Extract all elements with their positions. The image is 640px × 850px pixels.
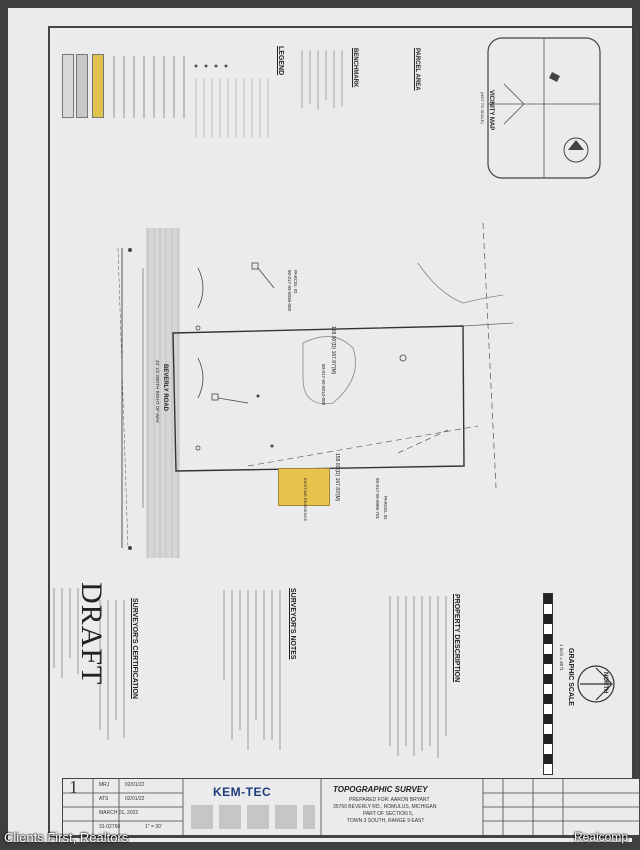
- certification-text: [99, 600, 125, 740]
- dimension-top: 168.00'(D) 167.87'(M): [330, 326, 336, 375]
- watermark-left: Clients First, Realtors: [4, 830, 129, 845]
- legend-block: [56, 48, 276, 140]
- drawing-frame: [48, 26, 638, 838]
- job-number: 31-02760: [99, 824, 121, 830]
- title-block-part: PART OF SECTION 5,: [363, 811, 414, 817]
- scale-value: 1" = 30': [145, 824, 162, 830]
- checked-by: ATS: [99, 796, 109, 802]
- parcel-area-title: PARCEL AREA: [414, 48, 420, 91]
- date-1: 02/01/22: [125, 782, 145, 788]
- road-name: BEVERLY ROAD: [162, 364, 168, 412]
- vicinity-map: [484, 34, 604, 182]
- parcel-id-top-number: 80-017-99-0035-000: [287, 270, 292, 312]
- north-arrow-icon: [576, 664, 616, 704]
- legend-swatch-yellow: [92, 54, 104, 118]
- legend-symbols: [113, 56, 269, 138]
- road-row-note: 43' 1/2 WIDTH RIGHT OF WAY: [155, 360, 160, 424]
- parcel-id-mid-number: 80-017-99-0013-000: [321, 364, 326, 406]
- legend-title: LEGEND: [277, 46, 284, 76]
- title-block-address: 35760 BEVERLY RD., ROMULUS, MICHIGAN: [333, 804, 437, 810]
- parcel-id-right-number: 80-017-99-0006-701: [375, 478, 380, 520]
- drawn-by: MRJ: [99, 782, 110, 788]
- graphic-scale-title: GRAPHIC SCALE: [567, 648, 574, 706]
- property-description-text: [389, 596, 447, 758]
- legend-swatch-gray-2: [62, 54, 74, 118]
- title-block-prepared-for: PREPARED FOR: AARON BRYANT: [349, 797, 430, 803]
- existing-residence: [278, 468, 330, 506]
- date-field: MARCH 01, 2022: [99, 810, 139, 816]
- existing-residence-label: EXISTING RESIDENCE: [303, 478, 308, 522]
- signature-block: [53, 588, 79, 678]
- graphic-scale-note: 1 inch = 30 ft.: [559, 644, 564, 672]
- vicinity-subtitle: (NOT TO SCALE): [480, 92, 485, 124]
- legend-swatch-gray: [76, 54, 88, 118]
- survey-sheet: VICINITY MAP (NOT TO SCALE) LEGEND: [8, 8, 640, 842]
- title-block: 1 MRJ 02/01/22 ATS 02/01/22 MARCH 01, 20…: [62, 777, 640, 836]
- surveyors-notes-title: SURVEYOR'S NOTES: [289, 588, 296, 660]
- north-label: NORTH: [602, 672, 608, 694]
- title-block-title: TOPOGRAPHIC SURVEY: [333, 785, 428, 794]
- date-2: 02/01/22: [125, 796, 145, 802]
- parcel-id-right: PARCEL ID.: [383, 496, 388, 521]
- graphic-scale-bar: [543, 593, 553, 775]
- company-logo: KEM-TEC: [213, 785, 272, 799]
- company-offices: [191, 805, 315, 829]
- title-block-town: TOWN 3 SOUTH, RANGE 9 EAST: [347, 818, 425, 824]
- benchmark-text-lines: [301, 50, 343, 110]
- parcel-id-top: PARCEL ID.: [293, 270, 298, 295]
- watermark-right: Realcomp: [574, 830, 629, 844]
- dimension-bottom: 158.00'(D) 167.83'(M): [334, 453, 340, 502]
- vicinity-title: VICINITY MAP: [488, 90, 494, 131]
- sheet-number: 1: [69, 777, 78, 797]
- plot-drawing: [117, 222, 514, 558]
- surveyors-notes-text: [223, 590, 281, 750]
